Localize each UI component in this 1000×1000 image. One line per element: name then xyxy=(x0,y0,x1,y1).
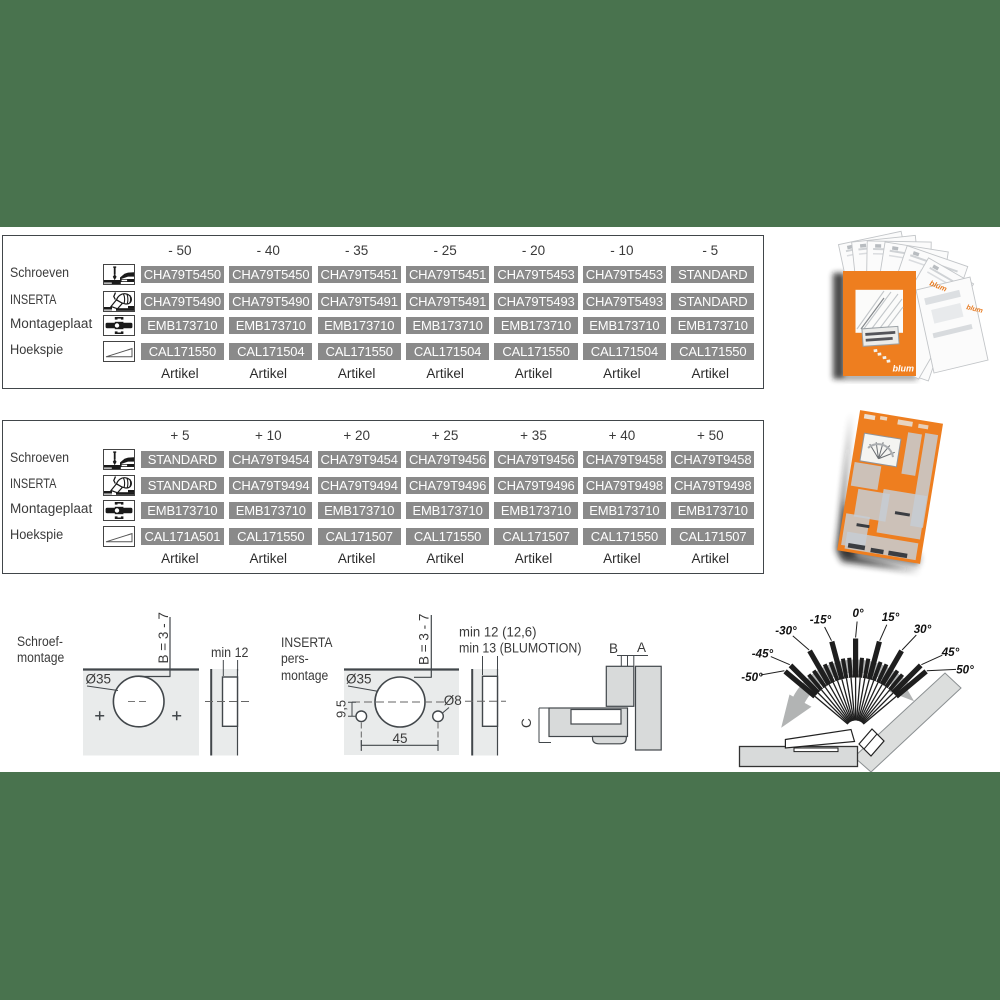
svg-text:B: B xyxy=(609,641,618,656)
svg-text:9,5: 9,5 xyxy=(334,700,349,718)
svg-text:-15°: -15° xyxy=(810,613,832,626)
svg-text:Ø35: Ø35 xyxy=(86,672,112,687)
svg-text:B = 3 - 7: B = 3 - 7 xyxy=(417,614,432,665)
svg-text:min 13 (BLUMOTION): min 13 (BLUMOTION) xyxy=(459,641,582,656)
svg-text:0°: 0° xyxy=(852,607,863,620)
svg-text:Ø8: Ø8 xyxy=(444,693,462,708)
svg-text:30°: 30° xyxy=(914,623,932,636)
svg-text:C: C xyxy=(519,718,534,728)
svg-text:min 12: min 12 xyxy=(211,645,249,660)
svg-text:blum: blum xyxy=(893,364,915,374)
svg-text:-50°: -50° xyxy=(741,671,763,684)
svg-text:-30°: -30° xyxy=(775,624,797,637)
svg-text:45: 45 xyxy=(392,731,407,746)
svg-text:min 12 (12,6): min 12 (12,6) xyxy=(459,625,537,640)
svg-text:50°: 50° xyxy=(956,663,974,676)
svg-text:45°: 45° xyxy=(941,646,960,659)
svg-text:Ø35: Ø35 xyxy=(346,672,372,687)
svg-text:blum: blum xyxy=(966,304,984,315)
svg-text:15°: 15° xyxy=(882,611,900,624)
svg-text:-45°: -45° xyxy=(752,647,774,660)
svg-text:B = 3 - 7: B = 3 - 7 xyxy=(156,612,171,663)
svg-text:A: A xyxy=(637,640,646,655)
